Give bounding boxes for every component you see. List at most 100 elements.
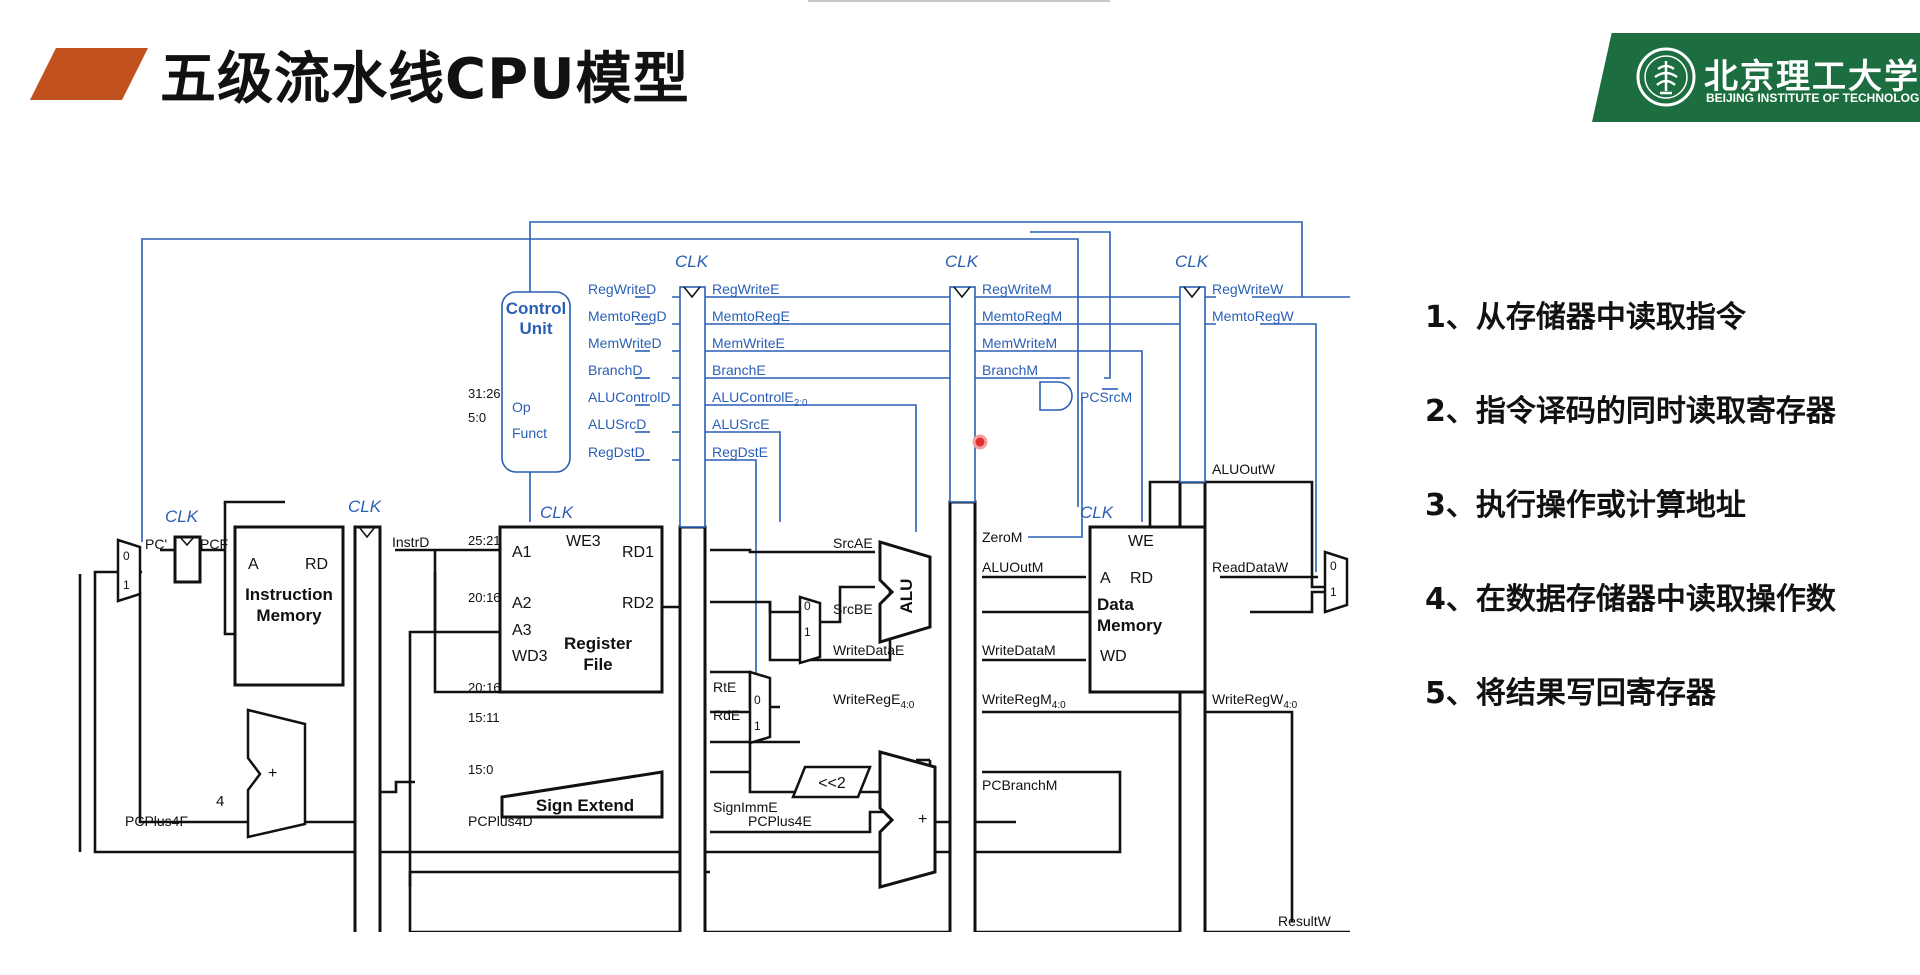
regfile-a2: A2	[512, 595, 532, 612]
regfile-line1: Register	[564, 634, 632, 653]
top-scroll-indicator	[808, 0, 1110, 2]
university-logo: 北京理工大学 BEIJING INSTITUTE OF TECHNOLOGY	[1592, 33, 1920, 122]
instruction-field-labels: 31:26 5:0 25:21 20:16 20:16 15:11 15:0	[468, 386, 501, 777]
svg-text:ALUSrcD: ALUSrcD	[588, 416, 646, 432]
svg-text:RegWriteE: RegWriteE	[712, 281, 779, 297]
dmem-we: WE	[1128, 533, 1154, 550]
svg-text:MemWriteM: MemWriteM	[982, 335, 1057, 351]
regfile-we3: WE3	[566, 533, 601, 550]
control-op-label: Op	[512, 399, 531, 415]
stage-item-writeback: 5、将结果写回寄存器	[1425, 668, 1836, 762]
svg-text:MemtoRegD: MemtoRegD	[588, 308, 667, 324]
writeregw-label: WriteRegW	[1212, 691, 1284, 707]
writedatam-label: WriteDataM	[982, 642, 1056, 658]
clk-label-memwb: CLK	[1175, 252, 1209, 271]
dmem-wd: WD	[1100, 648, 1127, 665]
svg-text:25:21: 25:21	[468, 533, 501, 548]
svg-text:WriteRegW4:0: WriteRegW4:0	[1212, 691, 1298, 711]
svg-text:ALUControlD: ALUControlD	[588, 389, 670, 405]
control-e-labels: RegWriteE MemtoRegE MemWriteE BranchE AL…	[712, 281, 808, 460]
pcplus4d-label: PCPlus4D	[468, 813, 533, 829]
writeregm-label: WriteRegM	[982, 691, 1052, 707]
regdst-mux-0: 0	[754, 693, 761, 707]
svg-text:20:16: 20:16	[468, 680, 501, 695]
srcbe-label: SrcBE	[833, 601, 873, 617]
control-unit-line2: Unit	[519, 319, 552, 338]
pcplus4f-label: PCPlus4F	[125, 813, 188, 829]
logo-name-en: BEIJING INSTITUTE OF TECHNOLOGY	[1706, 91, 1920, 105]
university-seal-icon	[1636, 47, 1696, 107]
rte-label: RtE	[713, 679, 736, 695]
svg-text:MemtoRegM: MemtoRegM	[982, 308, 1062, 324]
pipeline-stage-list: 1、从存储器中读取指令 2、指令译码的同时读取寄存器 3、执行操作或计算地址 4…	[1425, 292, 1836, 762]
id-ex-register	[680, 527, 705, 932]
regfile-line2: File	[583, 655, 612, 674]
svg-text:RegWriteM: RegWriteM	[982, 281, 1052, 297]
clk-label-idex: CLK	[675, 252, 709, 271]
svg-text:15:11: 15:11	[468, 710, 500, 725]
svg-text:20:16: 20:16	[468, 590, 501, 605]
clk-label-ifid: CLK	[348, 497, 382, 516]
svg-text:ALUControlE2:0: ALUControlE2:0	[712, 389, 808, 409]
alu-label: ALU	[897, 579, 916, 614]
resultw-label: ResultW	[1278, 913, 1332, 929]
branch-and-gate	[1040, 382, 1072, 410]
memtoreg-mux-1: 1	[1330, 585, 1337, 599]
stage-item-memory: 4、在数据存储器中读取操作数	[1425, 574, 1836, 668]
clk-label-dmem: CLK	[1080, 503, 1114, 522]
instrd-label: InstrD	[392, 534, 429, 550]
srcae-label: SrcAE	[833, 535, 873, 551]
svg-text:MemWriteE: MemWriteE	[712, 335, 785, 351]
dmem-rd: RD	[1130, 570, 1153, 587]
control-w-labels: RegWriteW MemtoRegW	[1212, 281, 1294, 324]
svg-text:WriteRegE4:0: WriteRegE4:0	[833, 691, 915, 711]
aluoutw-label: ALUOutW	[1212, 461, 1276, 477]
if-id-register	[355, 527, 380, 932]
alusrc-mux-0: 0	[804, 599, 811, 613]
slide-title: 五级流水线CPU模型	[160, 34, 690, 115]
stage-item-decode: 2、指令译码的同时读取寄存器	[1425, 386, 1836, 480]
svg-text:MemtoRegE: MemtoRegE	[712, 308, 790, 324]
imem-line2: Memory	[256, 606, 322, 625]
svg-text:WriteRegM4:0: WriteRegM4:0	[982, 691, 1066, 711]
control-unit-line1: Control	[506, 299, 566, 318]
pc-mux-1: 1	[123, 578, 130, 592]
regdst-mux-1: 1	[754, 719, 761, 733]
dmem-line2: Memory	[1097, 616, 1163, 635]
svg-text:MemWriteD: MemWriteD	[588, 335, 662, 351]
imem-line1: Instruction	[245, 585, 333, 604]
pcplus4e-label: PCPlus4E	[748, 813, 812, 829]
control-funct-label: Funct	[512, 425, 547, 441]
svg-text:RegDstE: RegDstE	[712, 444, 768, 460]
svg-text:BranchE: BranchE	[712, 362, 766, 378]
regfile-rd2: RD2	[622, 595, 654, 612]
clk-label-regfile: CLK	[540, 503, 574, 522]
svg-text:RegWriteD: RegWriteD	[588, 281, 656, 297]
dmem-a: A	[1100, 570, 1111, 587]
alusrc-mux-1: 1	[804, 625, 811, 639]
clk-label-exmem: CLK	[945, 252, 979, 271]
svg-text:BranchM: BranchM	[982, 362, 1038, 378]
svg-text:5:0: 5:0	[468, 410, 486, 425]
pcbranchm-label: PCBranchM	[982, 777, 1057, 793]
dmem-line1: Data	[1097, 595, 1134, 614]
svg-text:31:26: 31:26	[468, 386, 501, 401]
pc-mux-0: 0	[123, 549, 130, 563]
regfile-a1: A1	[512, 544, 532, 561]
adder-plus-e: +	[918, 811, 927, 828]
svg-text:RegWriteW: RegWriteW	[1212, 281, 1284, 297]
svg-text:15:0: 15:0	[468, 762, 493, 777]
sign-extend-label: Sign Extend	[536, 796, 634, 815]
pc-prime-label: PC'	[145, 536, 167, 552]
regfile-a3: A3	[512, 622, 532, 639]
writerege-label: WriteRegE	[833, 691, 900, 707]
ex-mem-register	[950, 502, 975, 932]
zerom-label: ZeroM	[982, 529, 1022, 545]
four-label: 4	[216, 793, 224, 810]
pcf-label: PCF	[200, 536, 228, 552]
rde-label: RdE	[713, 707, 740, 723]
memtoreg-mux-0: 0	[1330, 559, 1337, 573]
regfile-rd1: RD1	[622, 544, 654, 561]
adder-plus-f: +	[268, 765, 277, 782]
pointer-dot	[974, 436, 986, 448]
